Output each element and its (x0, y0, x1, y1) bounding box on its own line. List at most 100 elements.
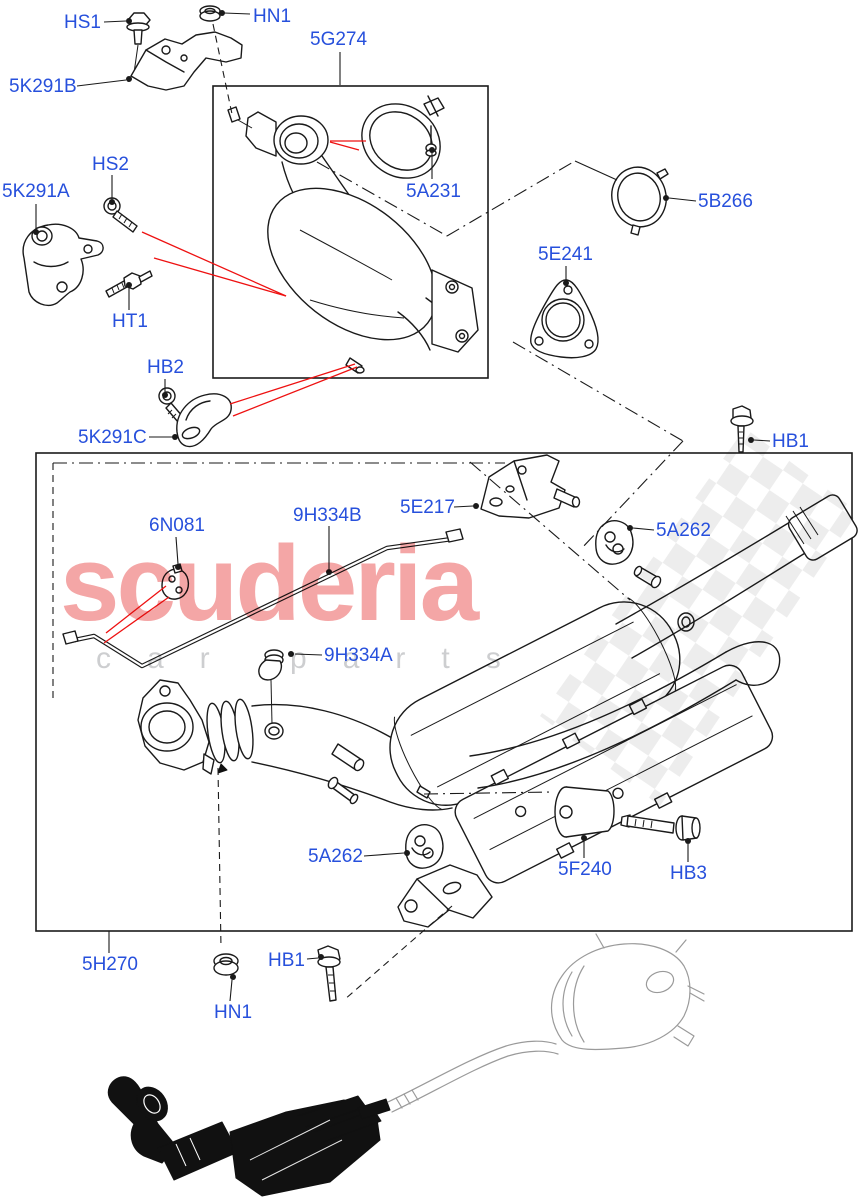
gasket-5e241 (530, 279, 599, 359)
chain-line-6 (217, 767, 222, 949)
hs2-bolt-icon (103, 197, 138, 233)
red-pointer-line-0 (141, 231, 287, 297)
part-label-5a262-lower: 5A262 (308, 846, 363, 867)
thumbnail-front-exhaust-silhouette (107, 1076, 391, 1197)
part-label-hb3: HB3 (670, 863, 707, 884)
leader-line-9h334a (294, 653, 323, 656)
part-label-hn1-top: HN1 (253, 6, 292, 27)
leader-dot-hb1-right (748, 437, 754, 443)
hanger-bracket (397, 864, 493, 928)
part-label-6n081: 6N081 (149, 515, 205, 536)
part-label-5a262-upper: 5A262 (656, 520, 711, 541)
catalytic-converter-5g274 (227, 106, 479, 374)
thumbnail-rear-exhaust-outline (387, 933, 705, 1113)
leader-line-hb1-right (753, 439, 771, 442)
part-label-5k291a: 5K291A (2, 181, 70, 202)
leader-dot-5b266 (663, 195, 669, 201)
leader-dot-hs1 (126, 18, 132, 24)
part-label-9h334b: 9H334B (293, 505, 362, 526)
mount-pin-and-bolt (327, 743, 365, 805)
part-label-5b266: 5B266 (698, 191, 753, 212)
part-label-hs2: HS2 (92, 154, 129, 175)
leader-dot-hs2 (109, 199, 115, 205)
leader-dot-hb3 (685, 838, 691, 844)
bracket-5k291c (176, 393, 232, 448)
bracket-5k291a (22, 223, 104, 307)
part-label-hb2: HB2 (147, 357, 184, 378)
leader-dot-9h334a (288, 651, 294, 657)
gasket-ring-5b266 (611, 166, 669, 236)
leader-dot-5e217 (473, 503, 479, 509)
chain-line-3 (580, 440, 684, 550)
bracket-5e217 (480, 454, 581, 519)
hn1-lower-nut-icon (213, 953, 239, 976)
part-label-5k291c: 5K291C (78, 427, 147, 448)
chain-line-1 (316, 161, 448, 237)
leader-line-5a262-upper (632, 527, 655, 531)
part-label-9h334a: 9H334A (324, 645, 393, 666)
damper-5f240 (554, 786, 615, 838)
leader-dot-5a262-upper (627, 525, 633, 531)
chain-line-5 (423, 791, 553, 795)
red-pointer-line-2 (229, 363, 356, 405)
leader-line-6n081 (175, 536, 179, 565)
chain-line-2 (574, 160, 618, 181)
lower-assembly-box (35, 452, 853, 932)
red-pointer-line-6 (105, 585, 167, 634)
chain-line-4 (469, 461, 631, 601)
hs1-bolt-icon (126, 12, 151, 74)
leader-dot-5k291b (126, 76, 132, 82)
leader-line-hb1-bottom (306, 957, 319, 960)
part-label-5a231: 5A231 (406, 181, 461, 202)
leader-line-5a262-lower (363, 852, 405, 857)
part-label-hb1-right: HB1 (772, 431, 809, 452)
callout-lines-layer (33, 10, 771, 1002)
part-label-hs1: HS1 (64, 12, 101, 33)
red-pointer-line-5 (329, 141, 360, 151)
pipe-9h334b (62, 528, 464, 669)
bracket-5k291b (130, 31, 243, 91)
leader-dot-5e241 (563, 280, 569, 286)
chain-line-3 (512, 341, 684, 442)
upper-assembly-box (212, 85, 489, 379)
front-flange-5h270 (137, 679, 453, 811)
mount-5a262-upper (595, 520, 634, 565)
part-label-5f240: 5F240 (558, 859, 612, 880)
leader-dot-ht1 (126, 282, 132, 288)
leader-dot-5a231 (429, 147, 435, 153)
part-label-ht1: HT1 (112, 311, 148, 332)
leader-line-hn1-top (223, 12, 251, 15)
leader-dot-hn1-bottom (230, 974, 236, 980)
leader-dot-9h334b (326, 569, 332, 575)
leader-line-hn1-bottom (229, 979, 233, 1002)
part-label-5e241: 5E241 (538, 244, 593, 265)
part-label-hb1-bottom: HB1 (268, 950, 305, 971)
clip-6n081 (161, 563, 190, 600)
chain-line-0 (212, 23, 233, 115)
leader-dot-5a262-lower (404, 850, 410, 856)
red-pointer-line-3 (232, 366, 358, 417)
leader-dot-hb1-bottom (318, 954, 324, 960)
leader-dot-5k291a (33, 229, 39, 235)
connector-9h334a (258, 649, 284, 725)
checker-flag-watermark (540, 428, 858, 806)
red-pointer-line-7 (103, 596, 170, 644)
red-pointer-line-1 (153, 257, 287, 297)
part-label-5e217: 5E217 (400, 497, 455, 518)
leader-dot-5f240 (581, 835, 587, 841)
leader-dot-hb2 (162, 392, 168, 398)
leader-dot-hn1-top (219, 10, 225, 16)
part-label-5h270: 5H270 (82, 954, 138, 975)
part-label-5k291b: 5K291B (9, 76, 77, 97)
leader-dot-5k291c (172, 434, 178, 440)
hb1-lower-bolt-icon (317, 945, 341, 1002)
mount-5a262-lower (405, 824, 444, 869)
chain-line-1 (446, 160, 576, 237)
leader-line-hs1 (103, 20, 127, 23)
part-label-hn1-bottom: HN1 (214, 1002, 253, 1023)
leader-line-5b266 (668, 197, 697, 202)
part-label-5g274: 5G274 (310, 29, 368, 50)
